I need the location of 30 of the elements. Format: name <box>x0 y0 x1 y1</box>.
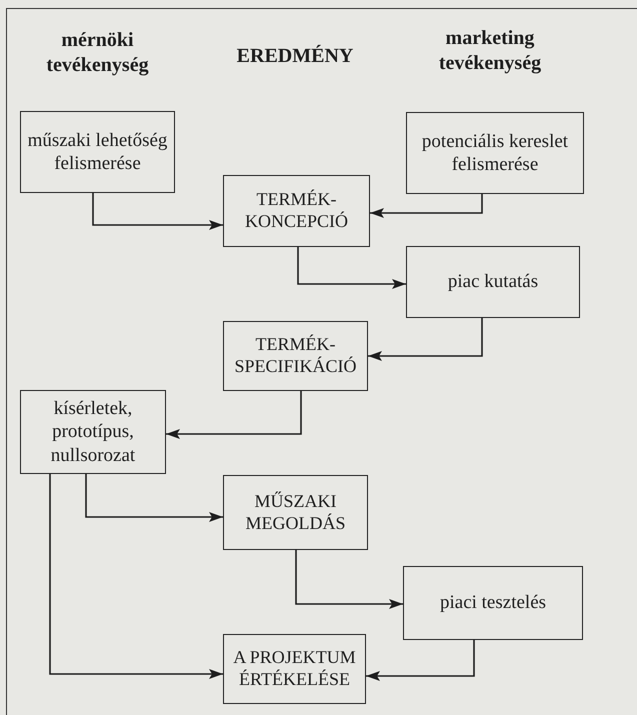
box-text: műszaki lehetőség felismerése <box>26 128 168 176</box>
arrow <box>166 391 302 439</box>
arrow <box>85 474 223 522</box>
process-box <box>223 175 370 247</box>
box-text: potenciális kereslet felismerése <box>420 130 570 176</box>
process-box <box>406 112 584 194</box>
process-box <box>403 566 583 640</box>
process-box <box>223 634 366 704</box>
column-heading: marketing tevékenység <box>438 26 542 76</box>
arrow <box>49 474 223 679</box>
process-box <box>20 390 166 474</box>
arrow <box>295 550 403 609</box>
arrow <box>370 194 483 218</box>
box-text: TERMÉK-SPECIFIKÁCIÓ <box>233 334 358 378</box>
box-text: MŰSZAKI MEGOLDÁS <box>244 490 346 534</box>
arrow <box>366 640 475 681</box>
arrow <box>368 318 483 361</box>
box-text: piaci tesztelés <box>440 591 546 615</box>
box-text: A PROJEKTUM ÉRTÉKELÉSE <box>232 647 357 691</box>
box-text: piac kutatás <box>448 270 538 294</box>
process-box <box>20 111 175 193</box>
process-box <box>223 475 368 550</box>
column-heading: EREDMÉNY <box>236 44 354 69</box>
process-box <box>223 321 368 391</box>
box-text: TERMÉK-KONCEPCIÓ <box>244 189 349 233</box>
column-heading: mérnöki tevékenység <box>45 28 150 78</box>
process-box <box>406 246 580 318</box>
arrow <box>92 193 223 230</box>
box-text: kísérletek, prototípus, nullsorozat <box>50 397 136 467</box>
arrow <box>297 247 406 289</box>
